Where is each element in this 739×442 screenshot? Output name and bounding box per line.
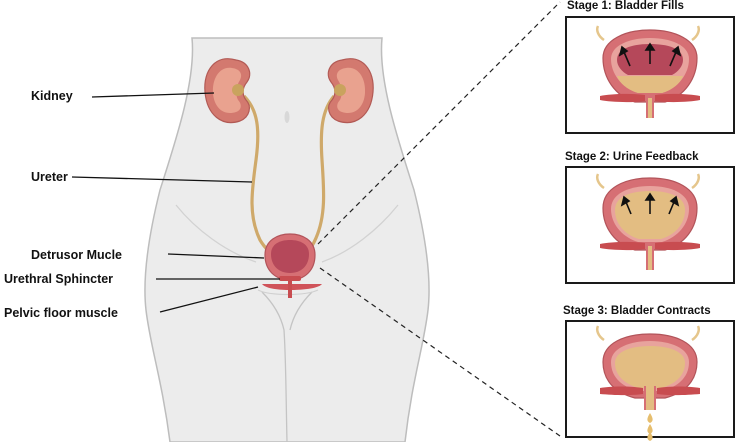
kidney-leader xyxy=(91,92,215,98)
hip-crease-left xyxy=(175,204,257,263)
stage3-title: Stage 3: Bladder Contracts xyxy=(563,305,711,317)
stage1-title: Stage 1: Bladder Fills xyxy=(567,0,684,12)
left-kidney xyxy=(204,58,251,124)
groin-shape xyxy=(257,289,319,296)
leader-lines xyxy=(71,92,280,313)
zoom-line-top xyxy=(317,1,561,245)
navel xyxy=(284,111,290,123)
pelvic-floor-label: Pelvic floor muscle xyxy=(4,306,118,320)
stage2-bladder xyxy=(596,173,700,270)
detrusor-leader xyxy=(167,253,265,259)
stage3-bladder xyxy=(596,325,700,441)
urethral-sphincter xyxy=(279,276,301,281)
ureter-leader xyxy=(71,176,253,183)
right-kidney xyxy=(327,58,374,124)
stage2-title: Stage 2: Urine Feedback xyxy=(565,151,699,163)
hip-crease-right xyxy=(321,204,399,263)
detrusor-label: Detrusor Mucle xyxy=(31,248,122,262)
urine-drops xyxy=(647,413,653,441)
kidney-label: Kidney xyxy=(31,89,73,103)
zoom-lines xyxy=(317,1,561,437)
pelvic-floor-leader xyxy=(159,286,259,313)
leg-gap xyxy=(261,291,313,442)
urethra xyxy=(288,280,292,298)
bladder xyxy=(264,233,316,281)
ureter-label: Ureter xyxy=(31,170,68,184)
stage1-bladder xyxy=(596,25,700,118)
zoom-line-bottom xyxy=(319,267,561,437)
urethral-sphincter-label: Urethral Sphincter xyxy=(4,272,114,286)
